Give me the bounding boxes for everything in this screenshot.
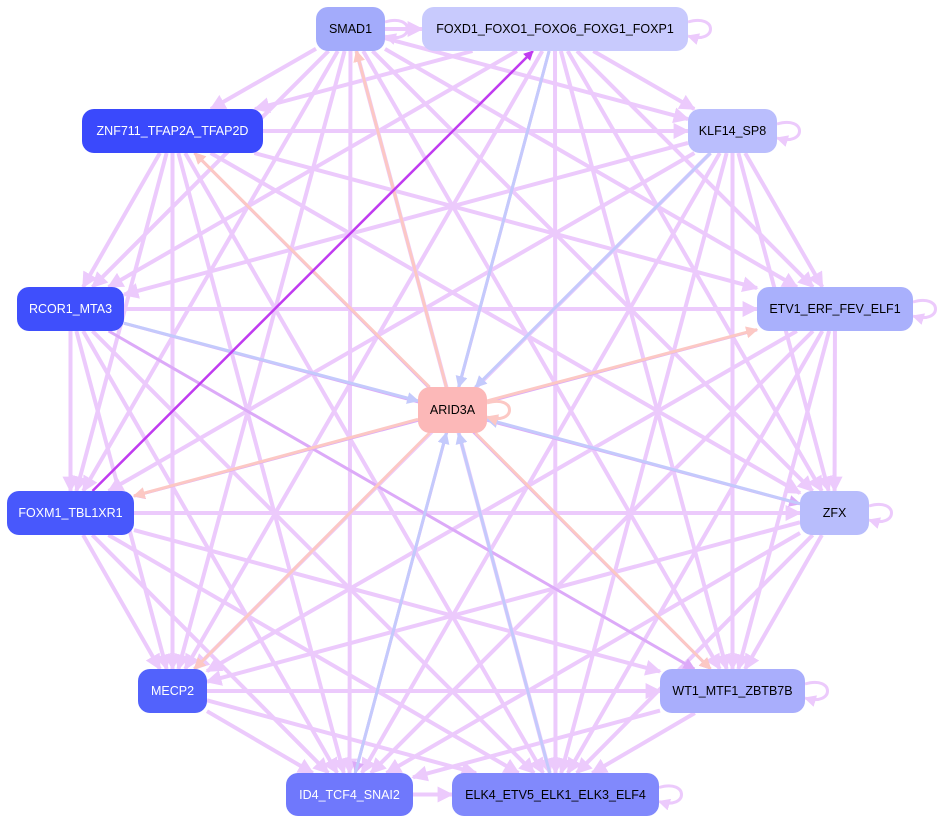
edge-ARID3A-MECP2 — [193, 431, 431, 671]
self-loop-KLF14 — [775, 120, 801, 147]
edge-ZNF711-ZFX — [209, 151, 802, 495]
node-label: ID4_TCF4_SNAI2 — [299, 787, 400, 802]
edge-SMAD1-KLF14 — [384, 36, 690, 124]
node-label: KLF14_SP8 — [698, 124, 767, 138]
edge-FOXM1-FOXD1 — [91, 50, 534, 492]
edge-ETV1-MECP2 — [205, 329, 798, 673]
node-label: FOXM1_TBL1XR1 — [18, 506, 123, 520]
edge-SMAD1-ZNF711 — [209, 47, 317, 111]
edge-FOXD1-ARID3A — [455, 50, 551, 389]
edge-ZFX-ARID3A — [485, 416, 801, 506]
node-label: ELK4_ETV5_ELK1_ELK3_ELF4 — [465, 787, 646, 802]
edge-ARID3A-FOXM1 — [132, 417, 419, 499]
node-ARID3A[interactable]: ARID3A — [418, 387, 487, 433]
node-label: ARID3A — [429, 403, 476, 417]
edge-ARID3A-WT1 — [474, 431, 712, 671]
node-FOXM1[interactable]: FOXM1_TBL1XR1 — [7, 491, 134, 535]
edge-RCOR1-ELK4 — [91, 329, 536, 775]
node-KLF14[interactable]: KLF14_SP8 — [688, 109, 777, 153]
edge-RCOR1-ARID3A — [123, 321, 420, 404]
node-ELK4[interactable]: ELK4_ETV5_ELK1_ELK3_ELF4 — [452, 773, 659, 816]
edge-KLF14-ETV1 — [743, 152, 825, 289]
self-loop-FOXD1 — [686, 18, 712, 45]
self-loop-ZFX — [867, 502, 893, 529]
node-label: WT1_MTF1_ZBTB7B — [672, 684, 793, 698]
edge-ARID3A-SMAD1 — [353, 49, 448, 388]
edge-SMAD1-WT1 — [361, 50, 722, 671]
edge-MECP2-ID4 — [205, 709, 315, 775]
edge-FOXD1-MECP2 — [183, 49, 545, 671]
node-label: MECP2 — [150, 684, 195, 698]
edge-FOXM1-MECP2 — [81, 534, 162, 671]
self-loop-ELK4 — [657, 784, 683, 811]
self-loop-WT1 — [803, 680, 829, 707]
edge-ZFX-ID4 — [385, 531, 802, 775]
edge-ZNF711-ETV1 — [253, 151, 759, 293]
node-MECP2[interactable]: MECP2 — [138, 669, 207, 713]
node-ZNF711[interactable]: ZNF711_TFAP2A_TFAP2D — [82, 109, 263, 153]
node-label: ZFX — [822, 506, 847, 520]
edge-WT1-ELK4 — [590, 711, 696, 775]
edge-ZNF711-RCOR1 — [81, 152, 162, 289]
node-label: ETV1_ERF_FEV_ELF1 — [769, 302, 901, 316]
self-loop-ARID3A — [485, 399, 511, 426]
edge-KLF14-FOXM1 — [107, 151, 696, 493]
node-SMAD1[interactable]: SMAD1 — [316, 7, 385, 51]
edge-FOXM1-WT1 — [133, 528, 662, 676]
edge-WT1-ID4 — [411, 708, 661, 782]
edge-MECP2-ELK4 — [206, 698, 478, 777]
node-label: RCOR1_MTA3 — [28, 302, 113, 316]
node-label: SMAD1 — [328, 22, 373, 36]
node-WT1[interactable]: WT1_MTF1_ZBTB7B — [660, 669, 805, 713]
node-label: FOXD1_FOXO1_FOXO6_FOXG1_FOXP1 — [436, 22, 674, 36]
node-RCOR1[interactable]: RCOR1_MTA3 — [17, 287, 124, 331]
node-ID4[interactable]: ID4_TCF4_SNAI2 — [286, 773, 413, 816]
self-loop-ETV1 — [911, 298, 937, 325]
node-FOXD1[interactable]: FOXD1_FOXO1_FOXO6_FOXG1_FOXP1 — [422, 7, 688, 51]
edge-ARID3A-ETV1 — [486, 326, 759, 403]
node-label: ZNF711_TFAP2A_TFAP2D — [96, 124, 249, 138]
edge-ZFX-WT1 — [743, 534, 824, 671]
edge-ZNF711-ELK4 — [183, 152, 545, 775]
self-loop-SMAD1 — [383, 18, 409, 45]
edge-ID4-ARID3A — [353, 431, 450, 774]
edge-ELK4-ARID3A — [455, 431, 552, 774]
edge-FOXD1-KLF14 — [592, 49, 696, 111]
edge-SMAD1-ID4 — [341, 50, 358, 775]
edge-RCOR1-WT1 — [107, 329, 696, 671]
edge-KLF14-RCOR1 — [122, 141, 689, 299]
edge-KLF14-ID4 — [360, 152, 722, 775]
node-ZFX[interactable]: ZFX — [800, 491, 869, 535]
edge-KLF14-ARID3A — [474, 151, 712, 389]
node-ETV1[interactable]: ETV1_ERF_FEV_ELF1 — [757, 287, 913, 331]
